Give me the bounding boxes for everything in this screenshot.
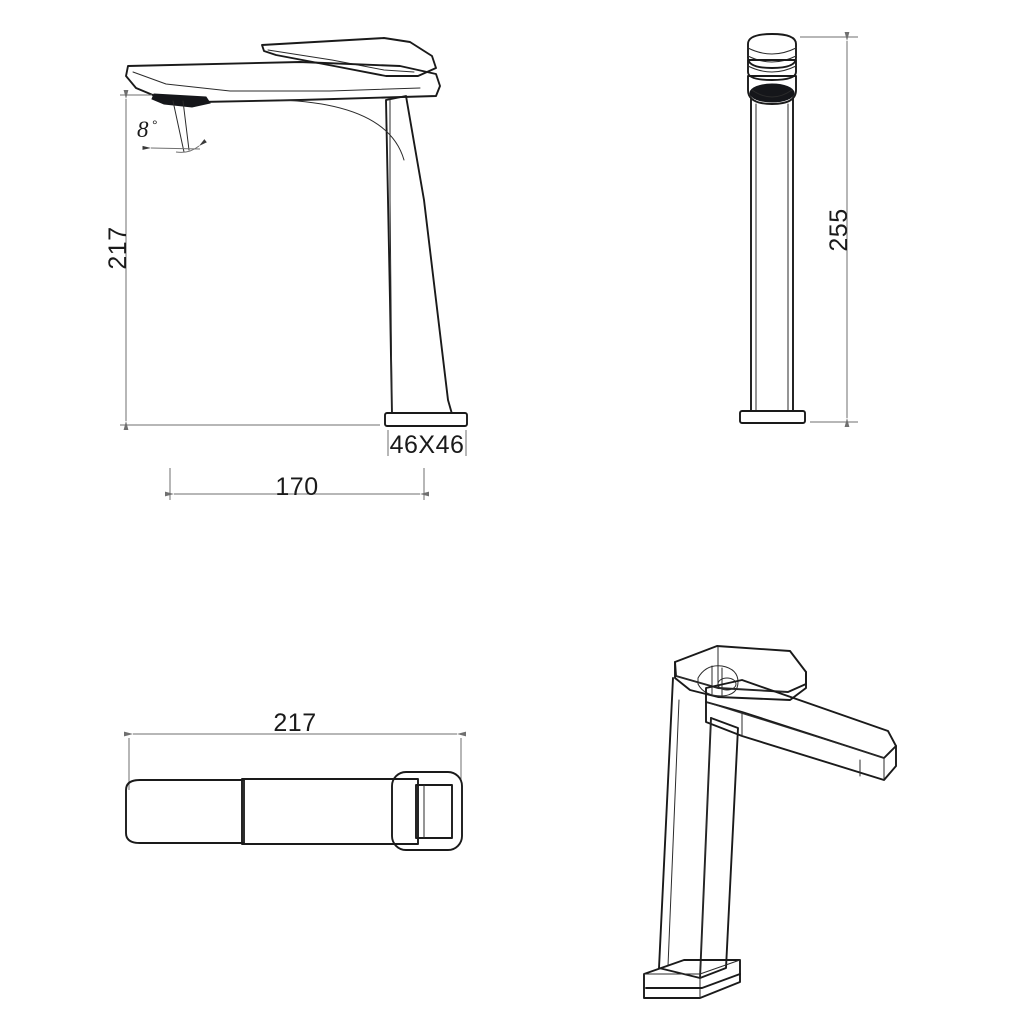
plan-handle-outer [391,771,463,851]
dimension-side-reach: 170 [165,468,429,501]
side-fillet [279,99,405,161]
side-base-plate [384,412,468,427]
side-handle-lever [261,37,437,77]
spout-angle-value: 8 [137,117,149,142]
front-cap-band [747,59,797,81]
iso-handle-lever [674,645,807,701]
plan-handle-inner [415,784,453,839]
plan-length-value: 217 [273,709,316,737]
iso-base-plate [643,959,741,999]
view-front-elevation: 255 [739,32,858,427]
iso-column [658,677,739,979]
dimension-plan-length: 217 [124,709,466,790]
front-height-value: 255 [825,208,853,251]
side-height-value: 217 [104,226,132,269]
view-isometric [643,645,897,999]
dimension-spout-angle: 8 ° [137,100,207,153]
front-cap [747,33,797,69]
plan-spout-mid [241,778,419,845]
front-shoulder [747,75,797,105]
dimension-side-height: 217 [104,90,380,430]
side-reach-value: 170 [275,473,318,501]
iso-spout-arm [705,679,897,781]
side-aerator [151,93,211,108]
dimension-base-size: 46X46 [387,430,467,459]
front-column [750,97,794,413]
dimension-front-height: 255 [800,32,858,427]
base-size-value: 46X46 [390,431,465,459]
view-side-elevation: 8 ° 217 46X46 170 [104,37,468,501]
front-base-plate [739,410,806,424]
plan-spout-nose [125,779,245,844]
side-spout-body [125,61,441,103]
view-top-plan: 217 [124,709,466,851]
iso-cartridge-collar [697,665,739,697]
side-column [385,95,453,415]
spout-angle-unit: ° [152,117,158,133]
front-aerator [749,83,795,103]
